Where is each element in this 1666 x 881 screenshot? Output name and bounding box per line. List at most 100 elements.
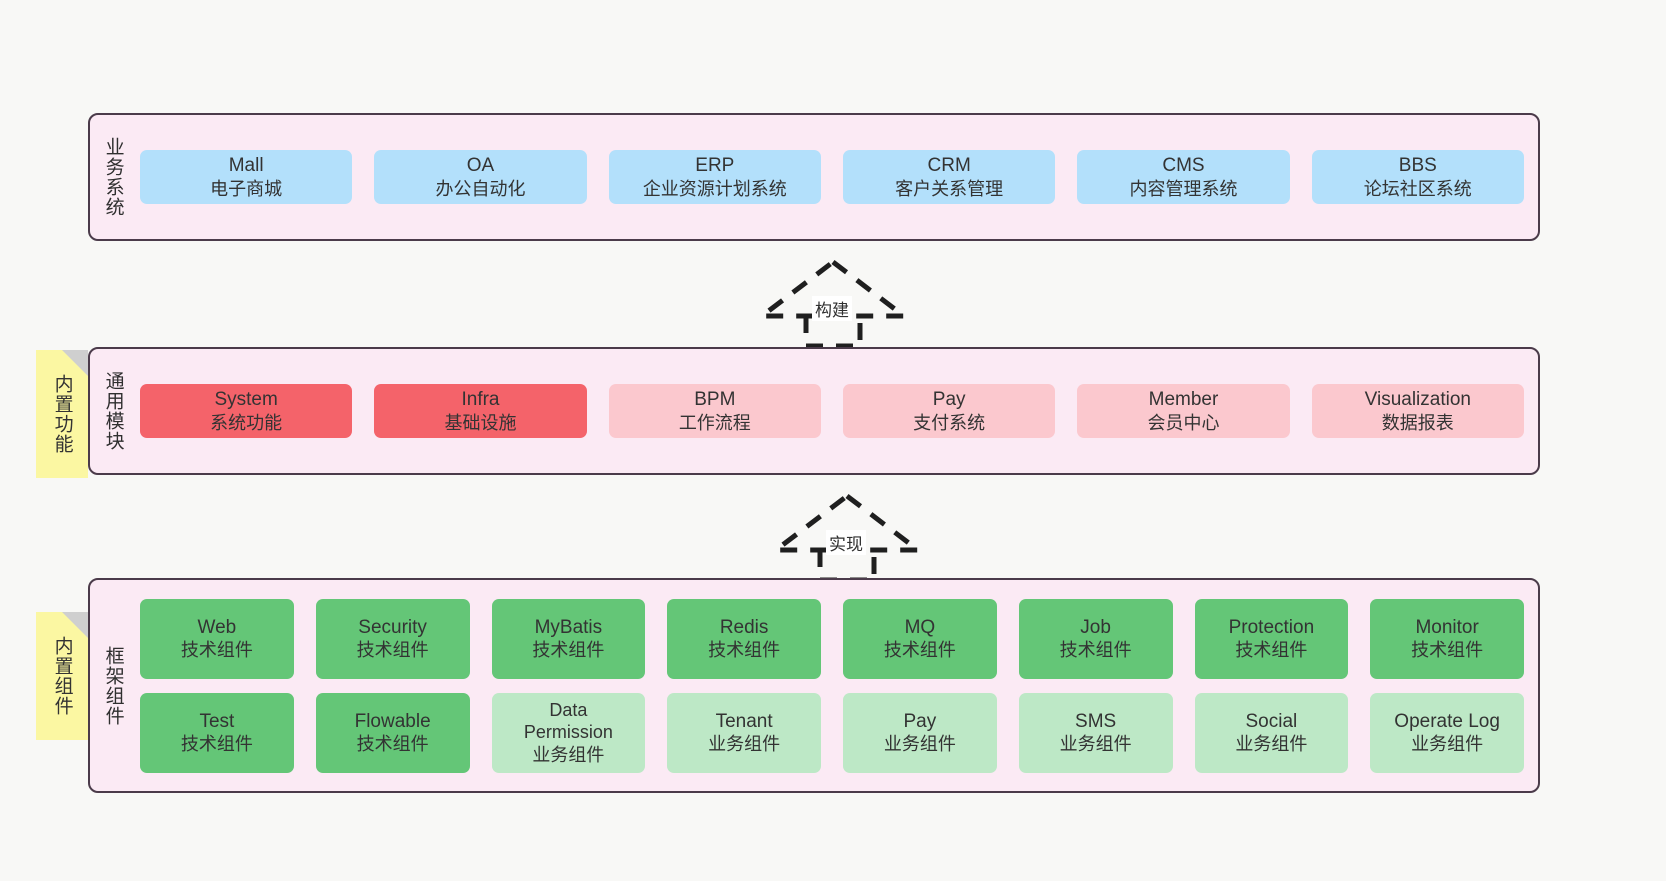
note-fold-icon (62, 350, 88, 376)
layer-body-business-systems: Mall 电子商城 OA 办公自动化 ERP 企业资源计划系统 CRM 客户关系… (136, 115, 1538, 239)
node-crm[interactable]: CRM 客户关系管理 (842, 150, 1056, 204)
node-title: MyBatis (534, 616, 603, 638)
node-subtitle: 技术组件 (1411, 640, 1484, 661)
build-arrow-label: 构建 (812, 296, 852, 321)
row-business-systems: Mall 电子商城 OA 办公自动化 ERP 企业资源计划系统 CRM 客户关系… (140, 150, 1524, 204)
layer-title-business-systems: 业务系统 (102, 137, 124, 217)
node-subtitle: 业务组件 (1059, 734, 1132, 755)
row-tech-components: Web 技术组件 Security 技术组件 MyBatis 技术组件 Redi… (140, 598, 1524, 679)
node-subtitle: 电子商城 (210, 178, 283, 199)
node-title: Tenant (715, 710, 773, 732)
node-subtitle: 业务组件 (1235, 734, 1308, 755)
node-test[interactable]: Test 技术组件 (140, 692, 294, 773)
layer-title-common-modules: 通用模块 (102, 371, 124, 451)
note-fold-icon (62, 612, 88, 638)
node-title: Protection (1228, 616, 1315, 638)
node-subtitle: 基础设施 (444, 412, 517, 433)
node-title: Member (1148, 389, 1219, 411)
node-title: Visualization (1364, 389, 1471, 411)
node-subtitle: 业务组件 (883, 734, 956, 755)
node-sms[interactable]: SMS 业务组件 (1018, 692, 1173, 773)
layer-body-common-modules: System 系统功能 Infra 基础设施 BPM 工作流程 Pay 支付系统… (136, 349, 1538, 473)
note-builtin-features: 内置功能 (36, 350, 88, 478)
node-title: Flowable (354, 710, 431, 732)
node-mall[interactable]: Mall 电子商城 (140, 150, 353, 204)
node-oa[interactable]: OA 办公自动化 (374, 150, 587, 204)
node-title: Pay (932, 389, 966, 411)
node-job[interactable]: Job 技术组件 (1018, 598, 1173, 679)
node-subtitle: 业务组件 (1411, 734, 1484, 755)
node-subtitle: 数据报表 (1381, 412, 1454, 433)
node-erp[interactable]: ERP 企业资源计划系统 (608, 150, 821, 204)
node-title: Operate Log (1394, 710, 1500, 732)
node-redis[interactable]: Redis 技术组件 (667, 598, 821, 679)
node-subtitle: 技术组件 (180, 734, 253, 755)
node-monitor[interactable]: Monitor 技术组件 (1370, 598, 1524, 679)
node-security[interactable]: Security 技术组件 (315, 598, 470, 679)
node-subtitle: 工作流程 (678, 412, 751, 433)
node-subtitle: 客户关系管理 (895, 178, 1004, 199)
layer-business-systems: 业务系统 Mall 电子商城 OA 办公自动化 ERP 企业资源计划系统 CRM… (88, 113, 1540, 241)
node-title: BBS (1398, 155, 1437, 177)
node-title: Data (549, 700, 588, 721)
layer-body-framework-components: Web 技术组件 Security 技术组件 MyBatis 技术组件 Redi… (136, 580, 1538, 791)
node-protection[interactable]: Protection 技术组件 (1194, 598, 1349, 679)
node-subtitle: 业务组件 (708, 734, 781, 755)
layer-common-modules: 通用模块 System 系统功能 Infra 基础设施 BPM 工作流程 Pay… (88, 347, 1540, 475)
node-subtitle: 内容管理系统 (1129, 178, 1238, 199)
node-subtitle: 技术组件 (356, 640, 429, 661)
node-title: System (214, 389, 278, 411)
node-mq[interactable]: MQ 技术组件 (843, 598, 997, 679)
node-title: Web (197, 616, 237, 638)
node-tenant[interactable]: Tenant 业务组件 (667, 692, 821, 773)
node-subtitle: 技术组件 (180, 640, 253, 661)
node-subtitle: 会员中心 (1147, 412, 1220, 433)
node-subtitle: 业务组件 (532, 744, 605, 765)
node-subtitle: 技术组件 (356, 734, 429, 755)
node-mybatis[interactable]: MyBatis 技术组件 (491, 598, 646, 679)
node-title: CRM (927, 155, 971, 177)
layer-title-framework-components: 框架组件 (102, 645, 124, 726)
node-cms[interactable]: CMS 内容管理系统 (1077, 150, 1290, 204)
node-title: OA (466, 155, 495, 177)
node-title: Security (358, 616, 427, 638)
row-common-modules: System 系统功能 Infra 基础设施 BPM 工作流程 Pay 支付系统… (140, 384, 1524, 438)
node-pay-component[interactable]: Pay 业务组件 (843, 692, 997, 773)
node-title: BPM (694, 389, 736, 411)
node-title-cont: Permission (523, 722, 613, 743)
node-title: Pay (903, 710, 937, 732)
node-title: Monitor (1415, 616, 1479, 638)
node-pay-module[interactable]: Pay 支付系统 (842, 384, 1056, 438)
node-title: MQ (904, 616, 936, 638)
node-visualization[interactable]: Visualization 数据报表 (1311, 384, 1524, 438)
build-arrow: 构建 (754, 258, 912, 349)
node-subtitle: 技术组件 (883, 640, 956, 661)
node-subtitle: 系统功能 (210, 412, 283, 433)
node-member[interactable]: Member 会员中心 (1077, 384, 1290, 438)
implement-arrow-label: 实现 (826, 530, 866, 555)
node-subtitle: 技术组件 (708, 640, 781, 661)
node-bbs[interactable]: BBS 论坛社区系统 (1311, 150, 1524, 204)
node-title: CMS (1162, 155, 1205, 177)
node-infra[interactable]: Infra 基础设施 (374, 384, 587, 438)
node-data-permission[interactable]: Data Permission 业务组件 (491, 692, 646, 773)
node-system[interactable]: System 系统功能 (140, 384, 353, 438)
node-title: Social (1245, 710, 1298, 732)
note-builtin-features-label: 内置功能 (51, 374, 73, 454)
node-title: Redis (719, 616, 769, 638)
node-title: ERP (695, 155, 735, 177)
node-title: Job (1080, 616, 1111, 638)
node-web[interactable]: Web 技术组件 (140, 598, 294, 679)
node-subtitle: 技术组件 (1059, 640, 1132, 661)
node-title: SMS (1075, 710, 1117, 732)
note-builtin-components-label: 内置组件 (51, 636, 73, 716)
node-title: Test (199, 710, 235, 732)
node-bpm[interactable]: BPM 工作流程 (608, 384, 821, 438)
node-subtitle: 企业资源计划系统 (642, 178, 787, 199)
node-flowable[interactable]: Flowable 技术组件 (315, 692, 470, 773)
node-operate-log[interactable]: Operate Log 业务组件 (1370, 692, 1524, 773)
note-builtin-components: 内置组件 (36, 612, 88, 740)
node-social[interactable]: Social 业务组件 (1194, 692, 1349, 773)
node-title: Infra (461, 389, 500, 411)
node-subtitle: 技术组件 (1235, 640, 1308, 661)
